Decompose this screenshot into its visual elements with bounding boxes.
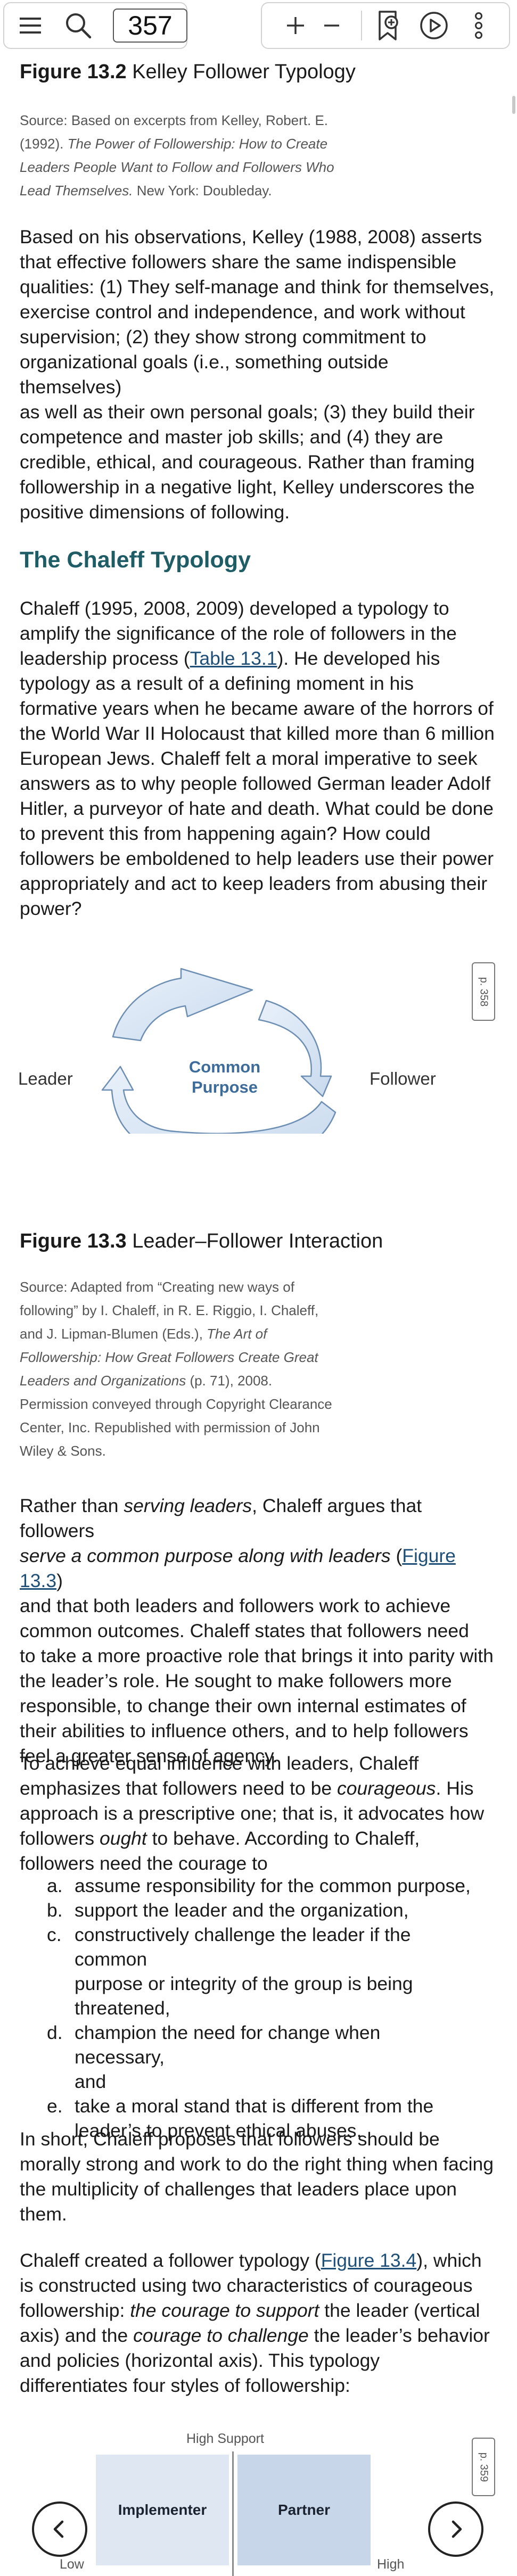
cycle-arrow-top <box>112 968 253 1042</box>
zoom-out-button[interactable] <box>309 3 355 48</box>
figure-13-3-caption: Figure 13.3 Leader–Follower Interaction <box>20 1229 383 1254</box>
scrollbar-thumb[interactable] <box>512 96 515 114</box>
zoom-in-button[interactable] <box>273 3 318 48</box>
diagram-center-label: Common Purpose <box>188 1058 261 1096</box>
play-icon <box>420 12 448 39</box>
list-item: e. take a moral stand that is different … <box>47 2095 434 2141</box>
figure-13-2-caption: Figure 13.2 Kelley Follower Typology <box>20 60 356 85</box>
menu-icon <box>20 18 41 34</box>
axis-label-high-support: High Support <box>186 2431 264 2446</box>
paragraph-in-short: In short, Chaleff proposes that follower… <box>20 2128 494 2225</box>
next-page-button[interactable] <box>428 2501 483 2557</box>
figure-13-4-link[interactable]: Figure 13.4 <box>321 2250 417 2271</box>
figure-13-4-partial: High Support Implementer Partner Low Hig… <box>0 2427 517 2576</box>
axis-label-low: Low <box>60 2557 84 2572</box>
toolbar-left-group: 357 <box>3 2 187 49</box>
table-13-1-link[interactable]: Table 13.1 <box>190 648 277 669</box>
figure-13-3-label: Figure 13.3 <box>20 1230 127 1252</box>
quadrant-partner: Partner <box>237 2455 371 2565</box>
zoom-out-icon <box>324 24 339 27</box>
list-item: b. support the leader and the organizati… <box>47 1900 409 1921</box>
search-button[interactable] <box>55 3 101 48</box>
figure-13-3-diagram: Leader Follower Common Purpose <box>0 953 517 1134</box>
paragraph-typology: Chaleff created a follower typology (Fig… <box>20 2250 490 2396</box>
chevron-right-icon <box>452 2520 462 2538</box>
figure-13-3-link[interactable]: Figure 13.3 <box>20 1545 456 1591</box>
toolbar-divider <box>361 11 362 40</box>
paragraph-courage: To achieve equal influence with leaders,… <box>20 1753 485 1874</box>
section-heading-chaleff: The Chaleff Typology <box>20 547 251 573</box>
play-button[interactable] <box>411 3 457 48</box>
axis-label-high: High <box>377 2557 405 2572</box>
vertical-axis-line <box>232 2451 234 2576</box>
previous-page-button[interactable] <box>32 2501 87 2557</box>
menu-button[interactable] <box>7 3 53 48</box>
list-item: c. constructively challenge the leader i… <box>47 1924 413 2019</box>
diagram-label-leader: Leader <box>18 1069 73 1088</box>
zoom-in-icon <box>287 17 304 34</box>
paragraph-kelley: Based on his observations, Kelley (1988,… <box>20 226 495 523</box>
bookmark-icon <box>379 11 398 40</box>
figure-13-3-title: Leader–Follower Interaction <box>132 1230 383 1252</box>
paragraph-chaleff: Chaleff (1995, 2008, 2009) developed a t… <box>20 598 495 919</box>
diagram-label-follower: Follower <box>370 1069 436 1088</box>
cycle-arrow-bottom <box>101 1066 337 1134</box>
figure-13-2-label: Figure 13.2 <box>20 61 127 83</box>
search-icon <box>66 13 92 39</box>
list-item: d. champion the need for change when nec… <box>47 2022 381 2092</box>
figure-13-3-source: Source: Adapted from “Creating new ways … <box>20 1279 332 1459</box>
quadrant-implementer: Implementer <box>96 2455 229 2565</box>
page-marker-359: p. 359 <box>472 2438 495 2496</box>
bookmark-button[interactable] <box>366 3 412 48</box>
figure-13-2-title: Kelley Follower Typology <box>132 61 356 83</box>
more-icon <box>475 12 482 39</box>
courage-list: a. assume responsibility for the common … <box>47 1873 473 2143</box>
toolbar-right-group <box>261 2 510 49</box>
paragraph-serving: Rather than serving leaders, Chaleff arg… <box>20 1495 494 1766</box>
chevron-left-icon <box>53 2520 64 2538</box>
cycle-arrow-right <box>258 1000 332 1097</box>
cycle-diagram <box>101 968 337 1134</box>
figure-13-2-source: Source: Based on excerpts from Kelley, R… <box>20 112 334 199</box>
list-item: a. assume responsibility for the common … <box>47 1875 471 1896</box>
toolbar: 357 <box>0 0 517 59</box>
page-number-input[interactable]: 357 <box>113 9 187 43</box>
more-button[interactable] <box>456 3 502 48</box>
page-marker-358: p. 358 <box>472 962 495 1021</box>
